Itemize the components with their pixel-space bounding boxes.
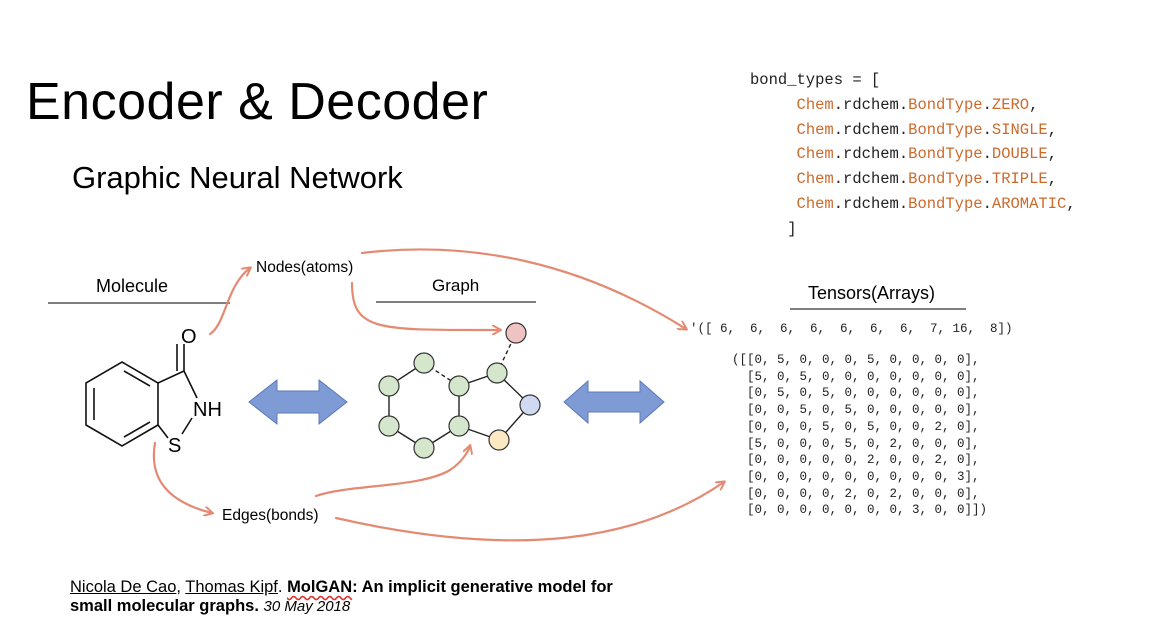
matrix-row: [5, 0, 0, 0, 5, 0, 2, 0, 0, 0], [732, 436, 980, 451]
adjacency-matrix: ([[0, 5, 0, 0, 0, 5, 0, 0, 0, 0], [5, 0,… [732, 352, 987, 519]
code-line: Chem.rdchem.BondType.AROMATIC, [796, 194, 1076, 213]
edges-label: Edges(bonds) [222, 507, 319, 524]
code-line: Chem.rdchem.BondType.TRIPLE, [796, 170, 1058, 189]
slide-subtitle: Graphic Neural Network [72, 160, 403, 195]
matrix-row: [0, 5, 0, 5, 0, 0, 0, 0, 0, 0], [732, 386, 980, 401]
tensors-label: Tensors(Arrays) [808, 283, 936, 303]
matrix-row: [5, 0, 5, 0, 0, 0, 0, 0, 0, 0], [732, 369, 980, 384]
benzene-ring [85, 361, 159, 447]
graph-underline [376, 301, 536, 303]
code-line: Chem.rdchem.BondType.ZERO, [796, 95, 1039, 114]
graph-node [488, 429, 510, 451]
flow-arrows [152, 248, 724, 542]
nodes-label: Nodes(atoms) [256, 259, 354, 276]
tensors-underline [790, 308, 966, 310]
matrix-row: ([[0, 5, 0, 0, 0, 5, 0, 0, 0, 0], [732, 353, 980, 367]
ring-bond [181, 417, 193, 435]
code-open: bond_types = [ [750, 71, 881, 89]
atom-o: O [181, 326, 197, 348]
graph-node [519, 394, 541, 416]
molecule-label: Molecule [96, 276, 169, 296]
atom-nh: NH [193, 399, 222, 421]
code-line: Chem.rdchem.BondType.DOUBLE, [796, 145, 1058, 164]
citation-author[interactable]: Thomas Kipf [185, 578, 278, 596]
molecule-structure [85, 344, 198, 447]
atom-s: S [168, 435, 181, 457]
ring-bond [157, 424, 169, 439]
graph-nodes [378, 322, 541, 459]
bond-types-code: bond_types = [ Chem.rdchem.BondType.ZERO… [750, 68, 1076, 242]
graph-node [413, 352, 435, 374]
matrix-row: [0, 0, 0, 0, 0, 0, 0, 3, 0, 0]]) [732, 503, 988, 518]
matrix-row: [0, 0, 0, 0, 0, 2, 0, 0, 2, 0], [732, 453, 980, 468]
node-feature-vector: '([ 6, 6, 6, 6, 6, 6, 6, 7, 16, 8]) [690, 322, 1013, 336]
code-close: ] [787, 219, 797, 238]
citation-title-cont: small molecular graphs. [70, 597, 259, 615]
citation-title-acronym: MolGAN [287, 578, 353, 596]
arrow-nodes-to-vector [360, 248, 686, 329]
matrix-row: [0, 0, 0, 5, 0, 5, 0, 0, 2, 0], [732, 419, 980, 434]
graph-node [378, 375, 400, 397]
graph-node [448, 375, 470, 397]
ring-bond [157, 370, 185, 384]
arrow-edges-to-graph [314, 446, 470, 498]
matrix-row: [0, 0, 0, 0, 0, 0, 0, 0, 0, 3], [732, 469, 980, 484]
inner-bond [123, 421, 151, 438]
molecule-underline [48, 302, 230, 304]
double-arrow-icon [248, 378, 348, 426]
graph-node [448, 415, 470, 437]
double-arrow-icon [563, 379, 665, 425]
arrow-nodes-to-graph [350, 281, 500, 330]
graph-node [413, 437, 435, 459]
inner-bond [123, 370, 151, 387]
matrix-row: [0, 0, 0, 0, 2, 0, 2, 0, 0, 0], [732, 486, 980, 501]
citation-title: : An implicit generative model for [352, 578, 613, 596]
citation-date: 30 May 2018 [263, 598, 351, 615]
graph-node [486, 362, 508, 384]
graph-node [378, 415, 400, 437]
citation-author[interactable]: Nicola De Cao [70, 578, 177, 596]
arrow-edges-to-matrix [334, 482, 724, 542]
code-line: Chem.rdchem.BondType.SINGLE, [796, 120, 1058, 139]
matrix-row: [0, 0, 5, 0, 5, 0, 0, 0, 0, 0], [732, 403, 980, 418]
graph-node [505, 322, 527, 344]
arrow-molecule-to-nodes [208, 268, 250, 336]
ring-bond [183, 370, 198, 399]
citation: Nicola De Cao, Thomas Kipf. MolGAN: An i… [70, 578, 613, 615]
graph-label: Graph [432, 276, 480, 295]
arrow-molecule-to-edges [152, 441, 212, 513]
slide-title: Encoder & Decoder [26, 73, 489, 131]
